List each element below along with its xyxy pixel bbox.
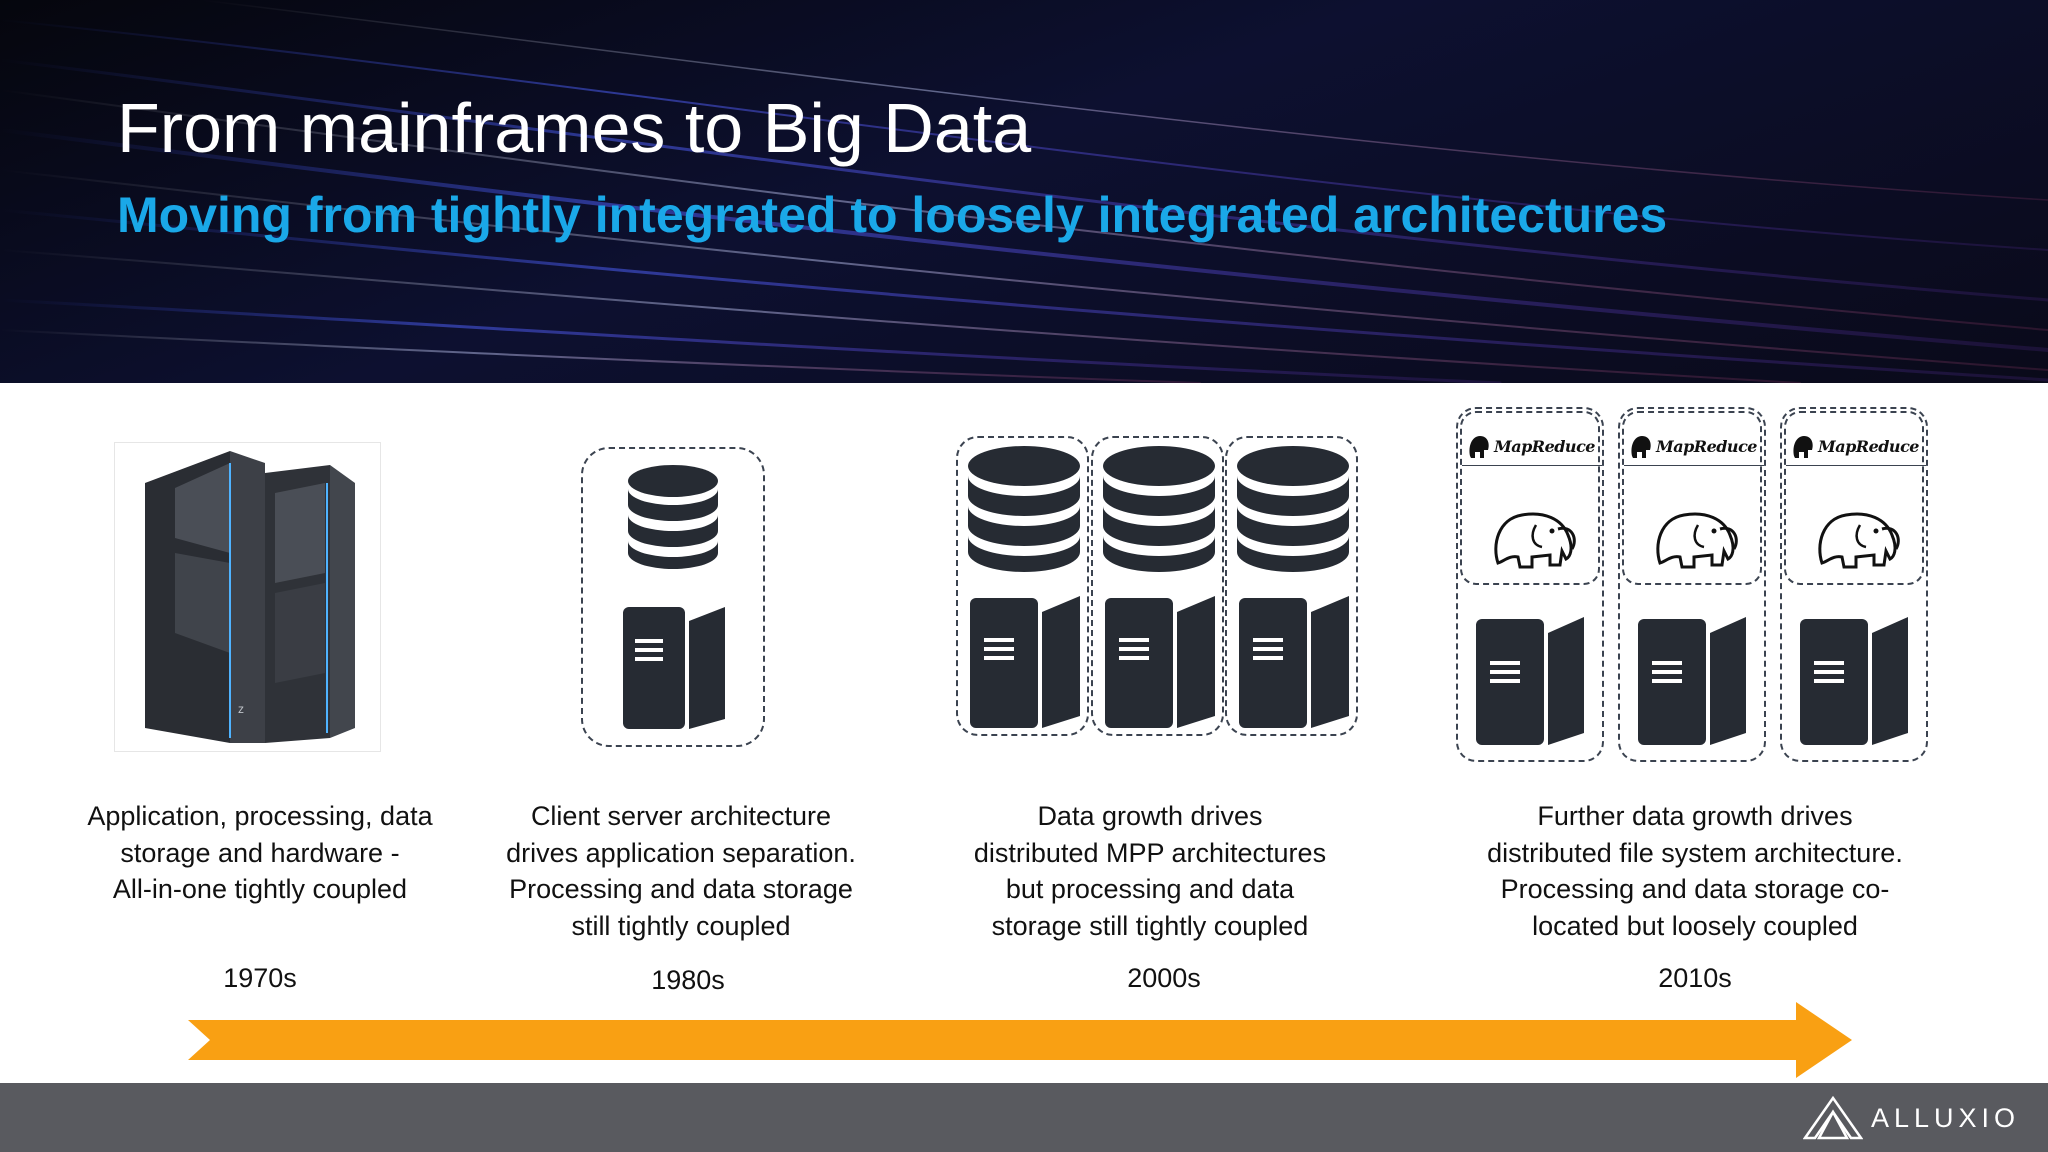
era-2000s-description: Data growth drives distributed MPP archi… [930,798,1370,944]
brand-name: ALLUXIO [1870,1103,2020,1133]
hadoop-elephant-icon [1494,512,1576,569]
server-icon [623,607,725,729]
era-2010s-description: Further data growth drives distributed f… [1445,798,1945,944]
hadoop-mapreduce-box: MapReduce [1460,411,1602,585]
mapreduce-elephant-icon [1631,436,1651,458]
mapreduce-label: MapReduce [1818,436,1919,456]
mapreduce-label: MapReduce [1656,436,1757,456]
light-streaks-background [0,0,2048,383]
era-1970s-line-1: Application, processing, data [87,801,433,831]
server-icon [1476,617,1584,745]
era-2000s-line-3: but processing and data [1005,874,1295,904]
era-2010s-line-2: distributed file system architecture. [1487,837,1903,868]
mapreduce-logo: MapReduce [1790,431,1920,461]
hadoop-mapreduce-box: MapReduce [1784,411,1926,585]
alluxio-logo-icon [1803,1096,1863,1140]
mainframe-image: z [114,442,381,752]
era-1970s-line-2: storage and hardware - [120,837,400,868]
mpp-node-2 [1091,436,1224,736]
mpp-node-3 [1225,436,1358,736]
era-1970s-description: Application, processing, data storage an… [60,798,460,908]
era-1970s-line-3: All-in-one tightly coupled [112,874,408,904]
slide-title: From mainframes to Big Data [117,89,1032,167]
era-1980s-line-3: Processing and data storage [509,874,853,904]
era-2000s-line-2: distributed MPP architectures [973,837,1327,868]
era-1980s-line-4: still tightly coupled [571,910,791,941]
mapreduce-logo: MapReduce [1466,431,1596,461]
database-icon [628,465,718,569]
hadoop-node-1: MapReduce [1456,407,1604,762]
hadoop-mapreduce-box: MapReduce [1622,411,1764,585]
hadoop-node-2: MapReduce [1618,407,1766,762]
mpp-node-1 [956,436,1089,736]
era-2010s-year: 2010s [1658,963,1732,993]
mapreduce-label: MapReduce [1494,436,1595,456]
client-server-box [581,447,765,747]
server-icon [1239,596,1349,728]
era-2010s-line-3: Processing and data storage co- [1500,874,1890,904]
footer-bar: ALLUXIO [0,1083,2048,1152]
era-1980s-description: Client server architecture drives applic… [481,798,881,944]
database-icon [968,446,1080,572]
server-icon [1105,596,1215,728]
era-2000s-year: 2000s [1127,963,1201,993]
server-icon [1638,617,1746,745]
database-icon [1237,446,1349,572]
mapreduce-logo: MapReduce [1628,431,1758,461]
era-2010s-line-1: Further data growth drives [1537,801,1853,831]
era-1970s-year: 1970s [223,963,297,993]
database-icon [1103,446,1215,572]
slide-subtitle: Moving from tightly integrated to loosel… [117,187,1668,243]
era-2010s-line-4: located but loosely coupled [1532,910,1858,941]
hadoop-elephant-icon [1818,512,1900,569]
timeline-arrow [188,1002,1852,1078]
era-1980s-year: 1980s [651,965,725,995]
hadoop-node-3: MapReduce [1780,407,1928,762]
era-1980s-line-2: drives application separation. [506,837,856,868]
header-banner: From mainframes to Big Data Moving from … [0,0,2048,383]
era-1980s-line-1: Client server architecture [530,801,832,831]
server-icon [970,596,1080,728]
hadoop-elephant-icon [1656,512,1738,569]
svg-text:z: z [238,702,244,716]
mapreduce-elephant-icon [1793,436,1813,458]
mapreduce-elephant-icon [1469,436,1489,458]
era-2000s-line-1: Data growth drives [1037,801,1263,831]
era-2000s-line-4: storage still tightly coupled [991,910,1309,941]
server-icon [1800,617,1908,745]
